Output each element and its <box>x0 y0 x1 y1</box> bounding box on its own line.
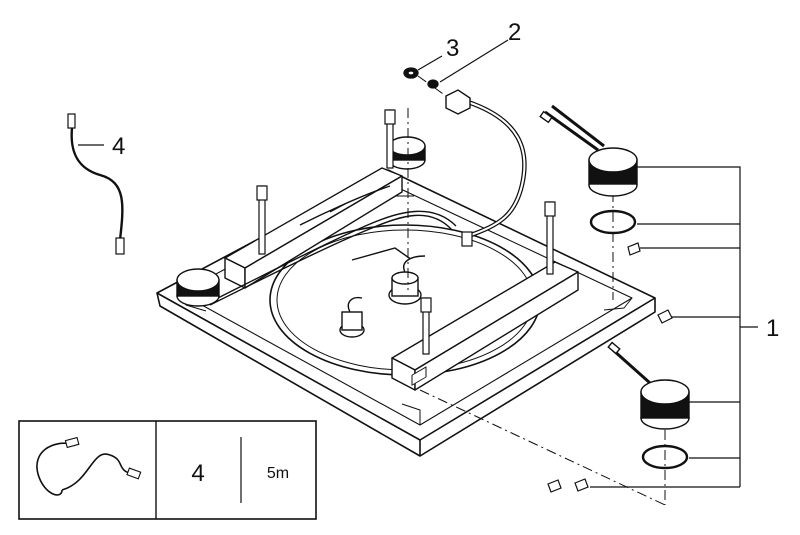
part-4-cable <box>67 113 125 255</box>
central-fittings <box>339 255 426 338</box>
accessory-table: 4 5m <box>18 420 317 520</box>
part-1-leader-bracket <box>590 166 758 488</box>
callout-3: 3 <box>446 35 459 62</box>
exploded-axis-lines <box>407 75 666 506</box>
callout-2: 2 <box>508 19 521 46</box>
callout-1: 1 <box>766 315 779 342</box>
accessory-quantity: 4 <box>191 460 204 487</box>
part-3-washers <box>403 67 439 89</box>
accessory-length: 5m <box>267 465 289 482</box>
threaded-bolts <box>256 109 556 355</box>
callout-leaders <box>78 39 509 146</box>
part-1-foot-lower <box>607 341 690 470</box>
part-1-clips <box>547 309 673 493</box>
part-2-flexible-hose <box>445 89 527 247</box>
hose-routing <box>209 185 457 306</box>
leveling-foot-top <box>388 136 426 170</box>
cable-thumbnail-icon <box>36 436 142 496</box>
leveling-foot-left <box>176 268 220 307</box>
part-1-foot-upper <box>539 104 641 256</box>
callout-4: 4 <box>112 133 125 160</box>
